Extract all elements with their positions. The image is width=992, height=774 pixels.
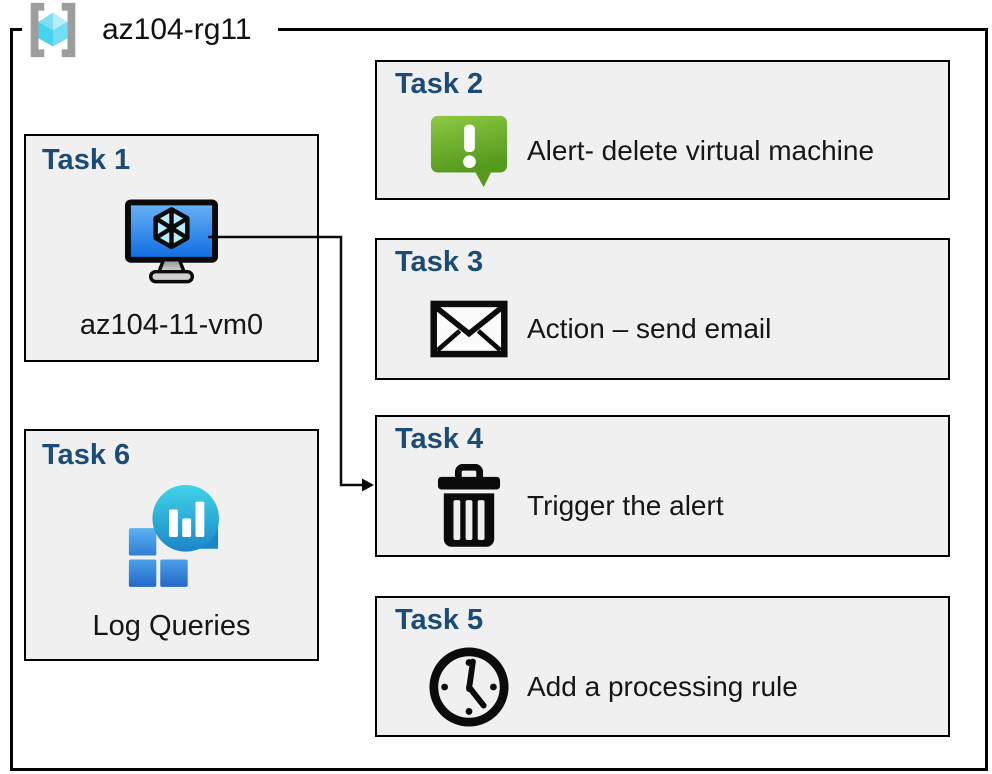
virtual-machine-icon <box>26 198 317 286</box>
task-label: az104-11-vm0 <box>79 309 264 341</box>
trash-delete-icon <box>415 464 523 548</box>
task-label: Add a processing rule <box>527 671 798 702</box>
resource-group-icon <box>22 1 84 64</box>
task-card-2: Task 2 Alert- delete virtual machine <box>375 60 950 200</box>
task-title: Task 3 <box>395 246 484 278</box>
task-label: Action – send email <box>527 313 772 344</box>
clock-schedule-icon <box>415 646 523 728</box>
alert-message-icon <box>415 110 523 192</box>
task-label: Trigger the alert <box>527 490 724 521</box>
task-card-3: Task 3 Action – send email <box>375 238 950 380</box>
task-title: Task 2 <box>395 68 484 100</box>
resource-group-header-gap <box>22 24 278 36</box>
resource-group-label: az104-rg11 <box>102 13 252 46</box>
email-envelope-icon <box>415 300 523 358</box>
task-card-4: Task 4 Trigger the alert <box>375 415 950 557</box>
task-title: Task 6 <box>42 439 131 471</box>
log-queries-icon <box>26 481 317 587</box>
task-title: Task 5 <box>395 604 484 636</box>
task-label: Log Queries <box>92 610 251 642</box>
task-card-5: Task 5 Add a processing rule <box>375 596 950 737</box>
task-title: Task 4 <box>395 423 484 455</box>
task-card-6: Task 6 <box>24 429 319 661</box>
task-title: Task 1 <box>42 144 131 176</box>
task-label: Alert- delete virtual machine <box>527 135 875 166</box>
task-card-1: Task 1 az104-11-vm0 <box>24 134 319 362</box>
